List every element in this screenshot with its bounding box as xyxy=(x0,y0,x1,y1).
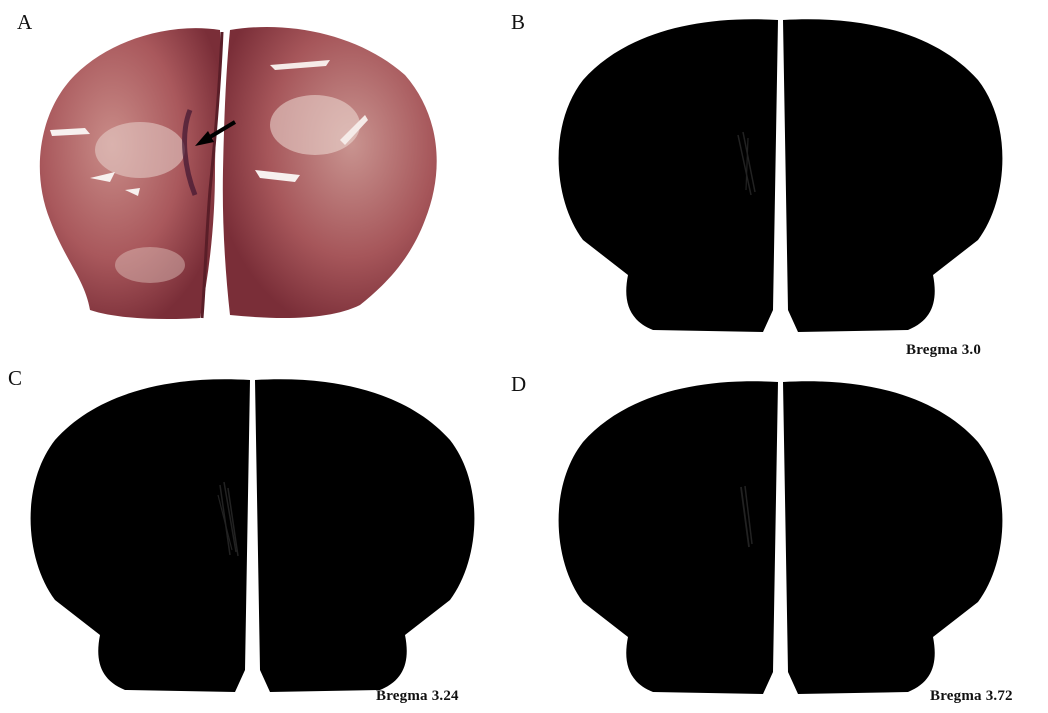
atlas-section-c xyxy=(25,370,485,700)
panel-b-atlas xyxy=(553,10,1013,340)
brain-photo-image xyxy=(30,20,450,330)
panel-label-d: D xyxy=(511,372,526,397)
panel-label-b: B xyxy=(511,10,525,35)
panel-c-atlas xyxy=(25,370,485,700)
panel-label-c: C xyxy=(8,366,22,391)
atlas-section-b xyxy=(553,10,1013,340)
pale-patch-right xyxy=(270,95,360,155)
panel-d-atlas xyxy=(553,372,1013,702)
caption-b: Bregma 3.0 xyxy=(906,342,981,359)
atlas-section-d xyxy=(553,372,1013,702)
caption-c: Bregma 3.24 xyxy=(376,688,459,705)
pale-patch-lower-left xyxy=(115,247,185,283)
pale-patch-left xyxy=(95,122,185,178)
panel-a-brain-photo xyxy=(30,20,450,330)
right-hemisphere xyxy=(223,27,437,318)
caption-d: Bregma 3.72 xyxy=(930,688,1013,705)
